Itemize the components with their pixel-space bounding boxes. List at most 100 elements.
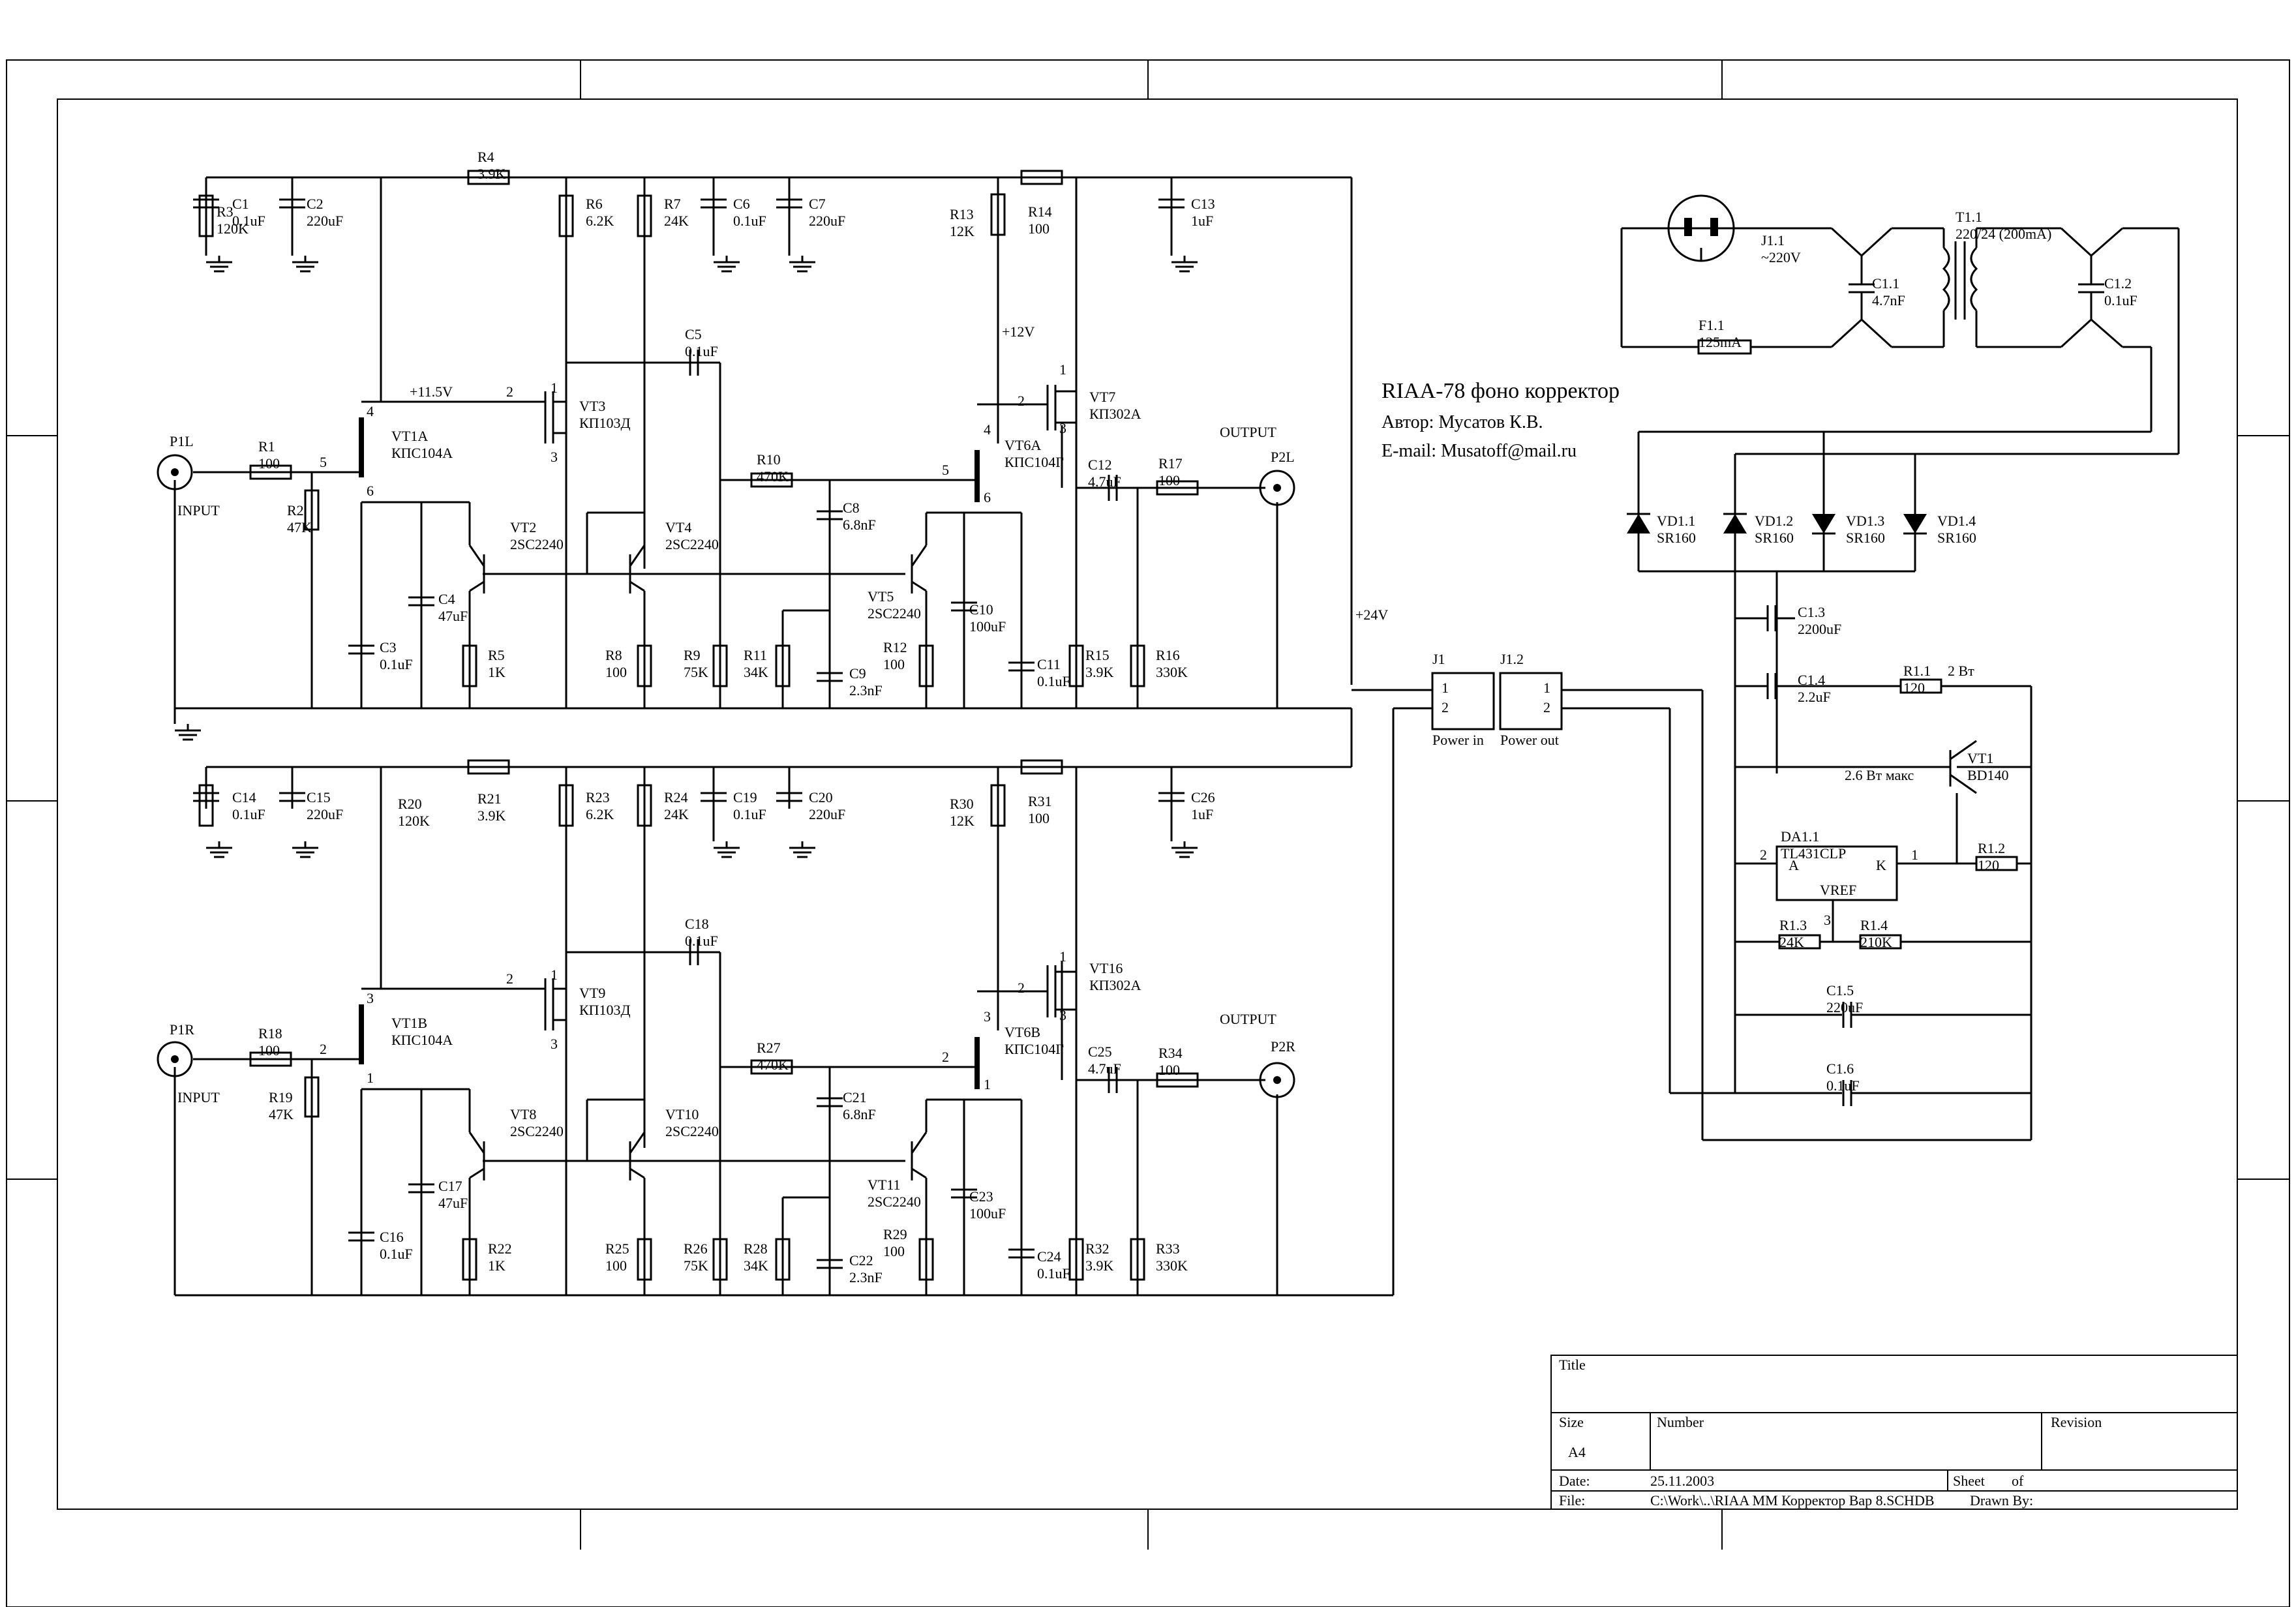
bjt-icon	[911, 1132, 928, 1180]
j1-pin1: 1	[1442, 680, 1449, 696]
component-value: 47uF	[438, 1195, 468, 1211]
component-value: 330K	[1156, 664, 1188, 680]
component-ref: C20	[809, 789, 833, 805]
component-value: 34K	[744, 664, 768, 680]
component-value: 6.8nF	[843, 517, 876, 533]
transistors	[359, 385, 1076, 1180]
component-ref: C1.6	[1826, 1060, 1854, 1077]
component-value: 220uF	[307, 213, 343, 229]
component-value: 2.3nF	[849, 682, 883, 698]
component-ref: C1.2	[2104, 275, 2132, 292]
component-ref: J1.1	[1761, 232, 1785, 248]
pin-label: 3	[367, 990, 374, 1006]
tb-size-value: A4	[1568, 1444, 1586, 1460]
component-value: 100	[883, 1243, 905, 1259]
tl431-pin-k: K	[1876, 857, 1886, 873]
component-ref: VT1	[1967, 750, 1993, 766]
port-input-left: INPUT	[177, 502, 220, 518]
component-ref: R28	[744, 1240, 768, 1257]
resistor	[558, 194, 574, 237]
component-value: SR160	[1755, 530, 1794, 546]
component-value: 120	[1903, 680, 1925, 696]
component-value: 2SC2240	[665, 536, 719, 552]
component-ref: C12	[1088, 457, 1112, 473]
component-ref: R20	[398, 796, 422, 812]
component-value: 100	[258, 1042, 280, 1059]
component-value: 2SC2240	[510, 536, 564, 552]
capacitor	[776, 198, 802, 209]
input-jack-left-icon	[157, 454, 193, 490]
pin-label: 1	[1059, 948, 1066, 965]
port-input-right: INPUT	[177, 1089, 220, 1105]
schematic-title: RIAA-78 фоно корректор	[1382, 379, 1620, 403]
tb-drawn-label: Drawn By:	[1970, 1492, 2033, 1509]
sheet-frame	[6, 59, 2290, 1607]
component-ref: VT10	[665, 1106, 699, 1122]
resistor	[775, 1238, 791, 1281]
component-value: 100	[605, 1257, 627, 1274]
connector-j12: J1.2	[1500, 651, 1524, 667]
component-value: 100	[1158, 1062, 1180, 1078]
component-ref: R31	[1028, 793, 1052, 809]
component-ref: R22	[488, 1240, 512, 1257]
component-value: КП103Д	[579, 415, 631, 431]
component-value: 100	[605, 664, 627, 680]
component-value: 6.8nF	[843, 1106, 876, 1122]
component-ref: C21	[843, 1089, 867, 1105]
capacitor	[817, 1097, 843, 1107]
pin-label: 3	[551, 1036, 558, 1052]
resistor	[198, 784, 214, 827]
component-ref: R33	[1156, 1240, 1180, 1257]
component-ref: VD1.4	[1937, 513, 1976, 529]
pnp-transistor-icon	[1924, 740, 1977, 794]
diode-icon	[1627, 513, 1650, 533]
component-ref: R8	[605, 647, 622, 663]
component-ref: R26	[684, 1240, 708, 1257]
capacitor	[408, 1183, 434, 1194]
ground-icon	[1170, 254, 1199, 273]
power-supply	[1620, 194, 2180, 1141]
component-ref: R18	[258, 1025, 282, 1042]
capacitor	[279, 792, 305, 802]
component-ref: C24	[1037, 1248, 1061, 1265]
component-value: 220uF	[1826, 999, 1863, 1015]
email-line: E-mail: Musatoff@mail.ru	[1382, 441, 1577, 461]
resistor	[637, 194, 652, 237]
tb-date-value: 25.11.2003	[1650, 1473, 1714, 1489]
component-value: КПС104Г	[1004, 454, 1064, 470]
component-value: 470K	[757, 468, 789, 485]
component-ref: VT6B	[1004, 1024, 1040, 1040]
component-value: 3.9K	[477, 166, 506, 182]
component-value: 220uF	[307, 806, 343, 822]
pin-label: 5	[942, 462, 949, 478]
resistor	[462, 644, 477, 687]
component-ref: R25	[605, 1240, 629, 1257]
pin-label: 6	[367, 483, 374, 499]
component-ref: R1.2	[1978, 840, 2005, 856]
ground-icon	[205, 254, 234, 273]
capacitor	[279, 198, 305, 209]
labels: +24V +12V +11.5V P1L INPUT OUTPUT P2L P1…	[170, 323, 1974, 1105]
component-ref: F1.1	[1699, 317, 1725, 333]
component-value: 4.7uF	[1088, 473, 1121, 490]
component-ref: VT1A	[391, 428, 428, 444]
pin-label: 3	[1059, 1007, 1066, 1023]
capacitor	[1108, 1067, 1118, 1093]
component-ref: VT4	[665, 519, 691, 535]
capacitor	[1158, 198, 1185, 209]
bjt-icon	[468, 545, 485, 593]
component-ref: VT2	[510, 519, 536, 535]
component-value: 100uF	[969, 618, 1006, 635]
component-ref: C7	[809, 196, 826, 212]
tb-date-label: Date:	[1559, 1473, 1590, 1489]
component-ref: C10	[969, 601, 993, 618]
component-value: КП302А	[1089, 977, 1141, 993]
tb-title-label: Title	[1559, 1357, 1586, 1373]
component-ref: R32	[1085, 1240, 1110, 1257]
input-jack-right-icon	[157, 1041, 193, 1077]
bjt-icon	[911, 545, 928, 593]
component-ref: R1.4	[1860, 917, 1888, 933]
component-value: 47K	[269, 1106, 294, 1122]
left-channel-wiring	[174, 176, 1353, 724]
component-ref: C9	[849, 665, 866, 682]
